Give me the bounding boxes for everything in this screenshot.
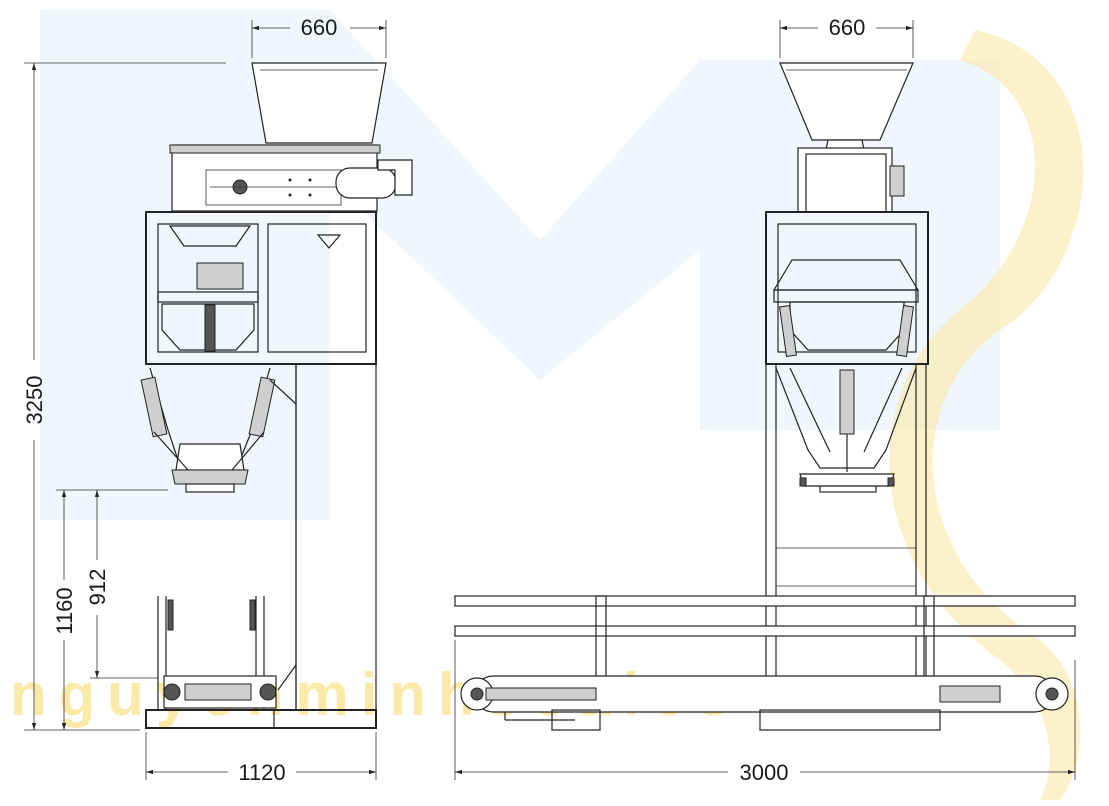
dim-discharge-height-1160: 1160	[52, 587, 77, 634]
right-feeder-box	[797, 147, 893, 213]
left-side-view	[140, 62, 413, 729]
right-weigh-frame	[765, 211, 929, 365]
dimension-lines: 660 660 3250 1160 912 1120 300	[22, 15, 1076, 785]
conveyor-upper-rail	[454, 595, 1076, 607]
dim-bag-clamp-912: 912	[85, 569, 110, 606]
left-base-plate	[145, 709, 377, 729]
conveyor-lower-rail	[454, 625, 1076, 637]
dim-left-top-660: 660	[301, 15, 338, 40]
dim-total-height-3250: 3250	[22, 376, 47, 425]
dim-right-top-660: 660	[829, 15, 866, 40]
watermark-letter-s	[889, 30, 1084, 800]
dim-base-width-1120: 1120	[238, 760, 285, 785]
right-feed-hopper	[779, 62, 914, 141]
dim-conveyor-length-3000: 3000	[740, 760, 789, 785]
right-front-view	[454, 62, 1076, 731]
left-feed-hopper	[251, 62, 387, 144]
left-weigh-frame	[145, 211, 377, 365]
